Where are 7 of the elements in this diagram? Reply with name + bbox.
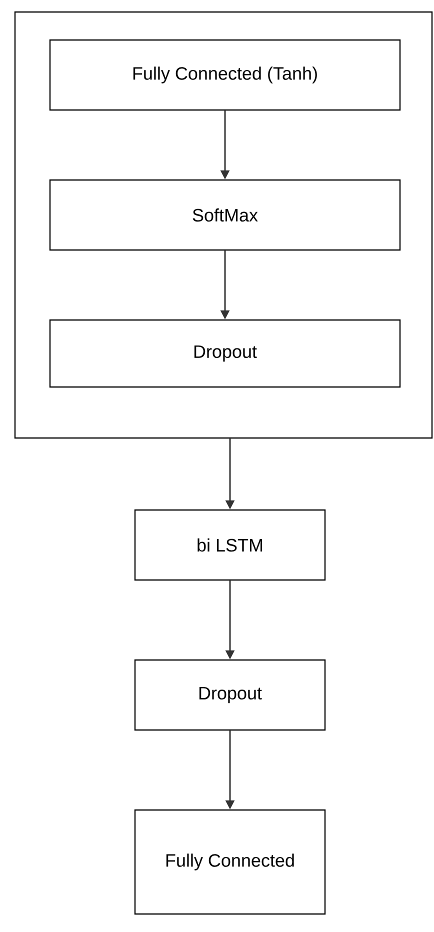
layer-box: Dropout <box>49 319 401 388</box>
layer-box: Fully Connected (Tanh) <box>49 39 401 111</box>
container-box <box>14 11 433 439</box>
layer-box: Dropout <box>134 659 326 731</box>
layer-box: bi LSTM <box>134 509 326 581</box>
layer-box: Fully Connected <box>134 809 326 915</box>
layer-box: SoftMax <box>49 179 401 251</box>
